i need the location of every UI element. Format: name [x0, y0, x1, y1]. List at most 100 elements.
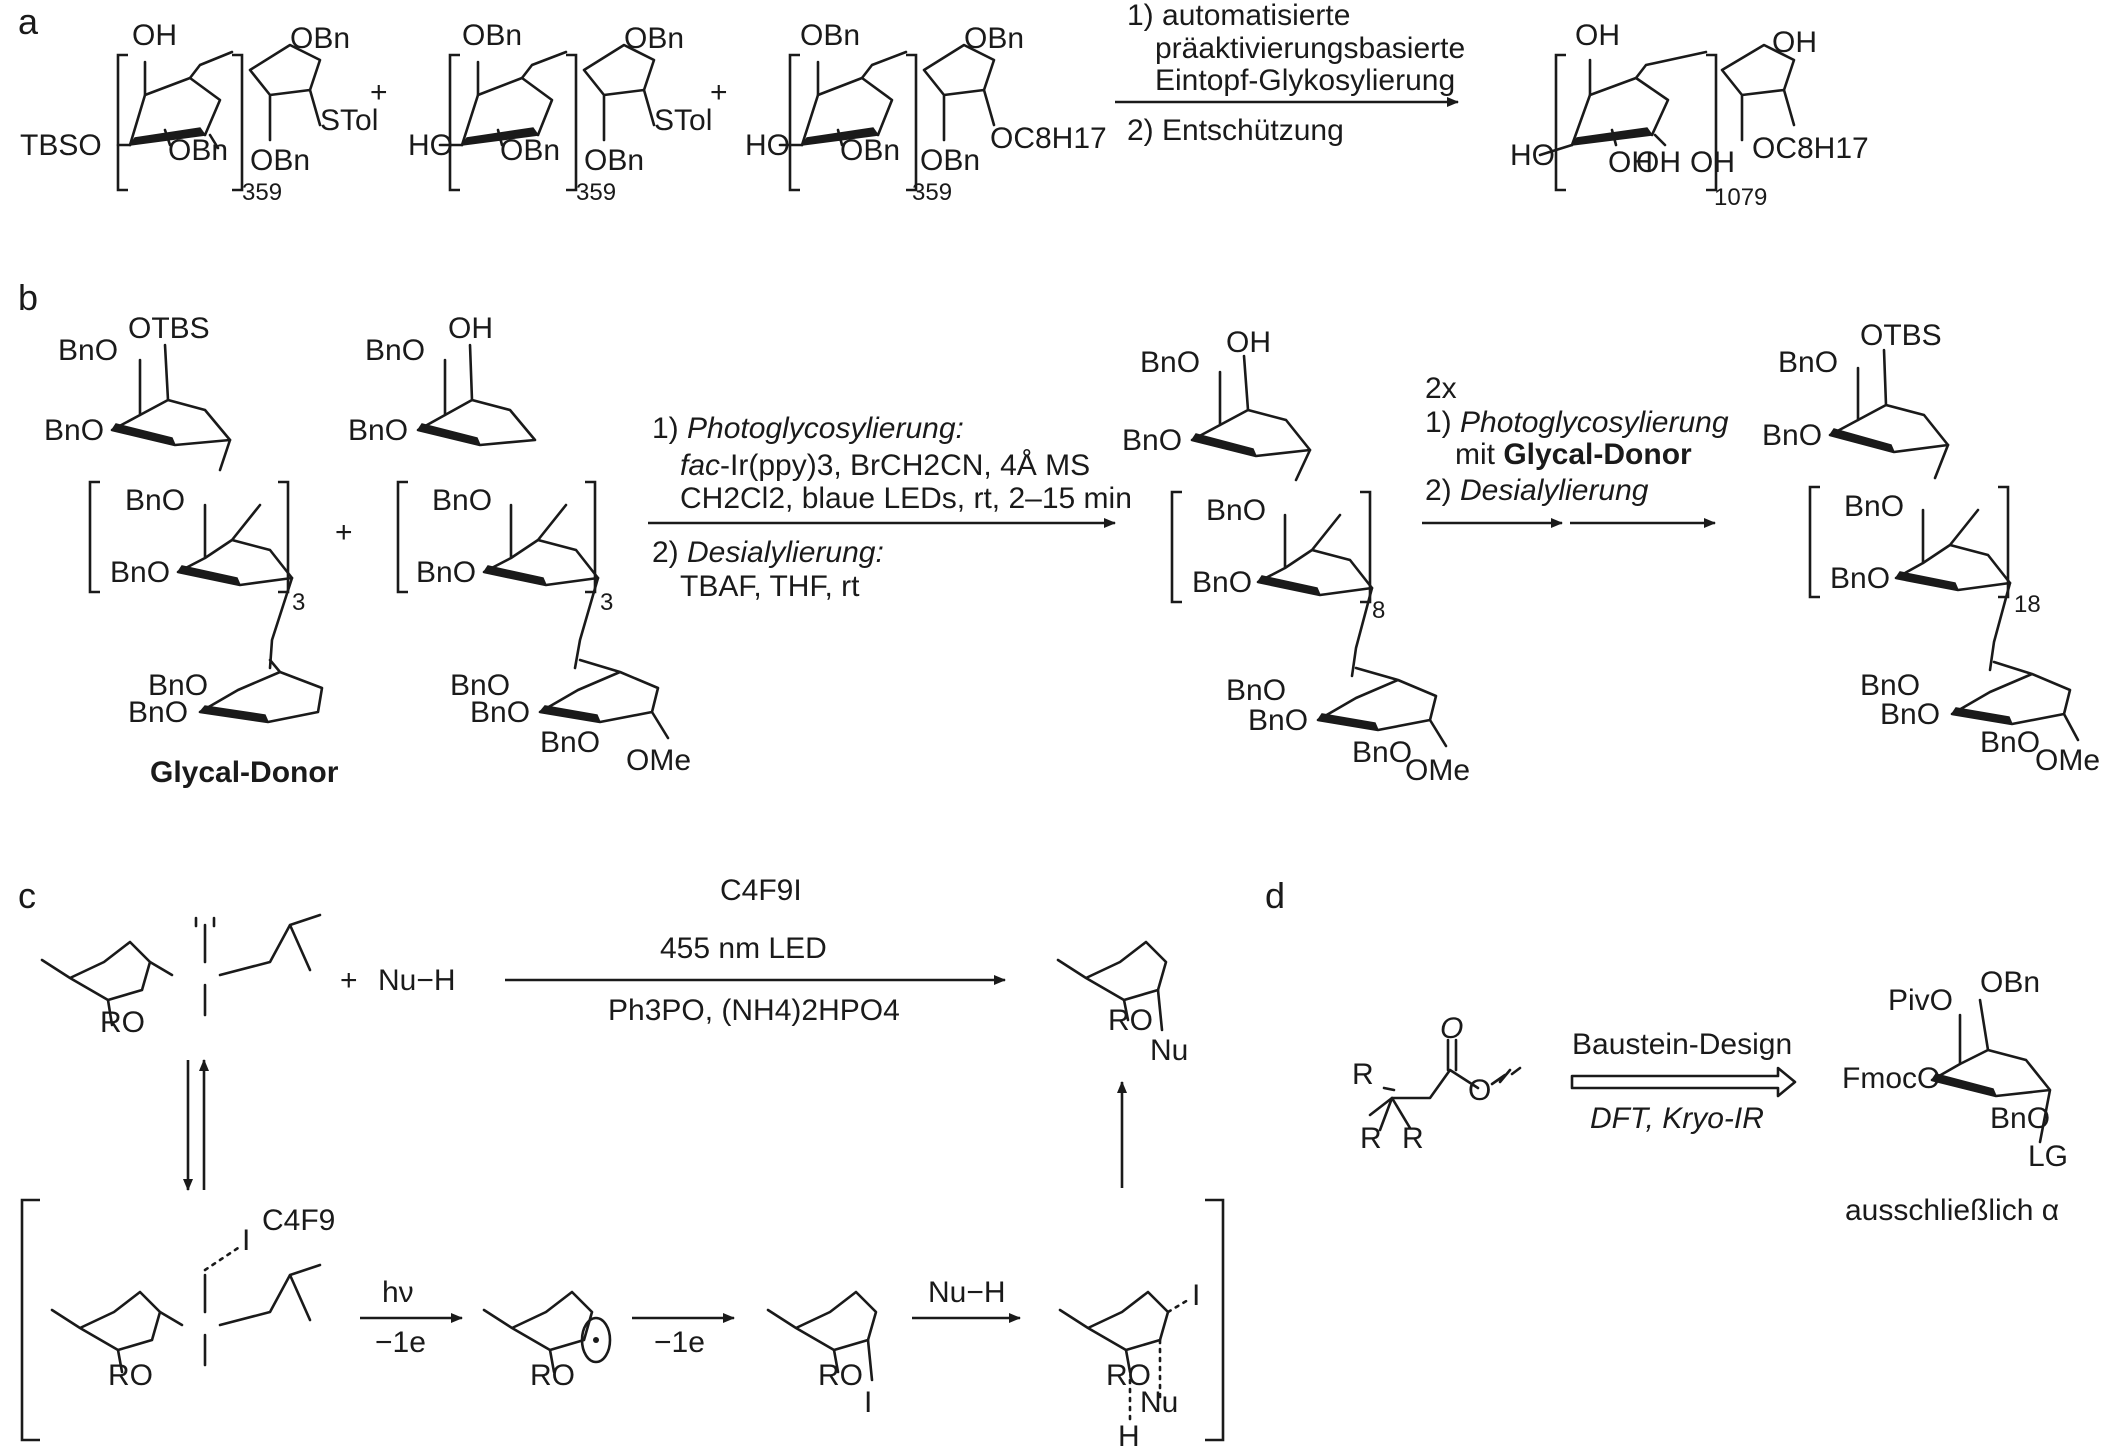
- svg-text:BnO: BnO: [470, 696, 530, 729]
- svg-text:OBn: OBn: [624, 22, 684, 55]
- svg-text:BnO: BnO: [1122, 424, 1182, 457]
- svg-text:OH: OH: [1772, 26, 1817, 59]
- svg-text:BnO: BnO: [1140, 346, 1200, 379]
- svg-text:BnO: BnO: [432, 484, 492, 517]
- svg-text:LG: LG: [2028, 1140, 2068, 1173]
- pivaloyl-ester-motif: R R R O O: [1352, 1012, 1522, 1155]
- svg-text:R: R: [1360, 1122, 1382, 1155]
- svg-text:R: R: [1402, 1122, 1424, 1155]
- svg-text:RO: RO: [1106, 1359, 1151, 1392]
- svg-text:Glycal-Donor: Glycal-Donor: [150, 756, 339, 789]
- svg-text:OH: OH: [1226, 326, 1271, 359]
- panel-a-reaction-arrow: 1) automatisierte präaktivierungsbasiert…: [1115, 0, 1465, 147]
- svg-text:2x: 2x: [1425, 372, 1457, 405]
- panel-b-reaction-arrow: 1) Photoglycosylierung: fac-Ir(ppy)3, Br…: [648, 412, 1132, 603]
- svg-text:HO: HO: [1510, 139, 1555, 172]
- svg-text:OC8H17: OC8H17: [1752, 132, 1869, 165]
- svg-text:O: O: [1440, 1012, 1463, 1045]
- svg-text:BnO: BnO: [1778, 346, 1838, 379]
- svg-text:OBn: OBn: [1980, 966, 2040, 999]
- svg-text:präaktivierungsbasierte: präaktivierungsbasierte: [1155, 32, 1465, 65]
- panel-a-reagent-1: OH TBSO OBn 359 OBn OBn STol: [20, 19, 378, 206]
- svg-text:hν: hν: [382, 1276, 414, 1309]
- panel-a-product: OH HO OH OH 1079 OH OH OC8H17: [1510, 19, 1869, 211]
- mechanism-step-1: hν −1e: [360, 1276, 463, 1359]
- svg-text:1) Photoglycosylierung:: 1) Photoglycosylierung:: [652, 412, 964, 445]
- svg-text:BnO: BnO: [1880, 698, 1940, 731]
- svg-text:RO: RO: [530, 1359, 575, 1392]
- svg-text:PivO: PivO: [1888, 984, 1953, 1017]
- svg-text:OBn: OBn: [800, 19, 860, 52]
- anomeric-radical: RO: [482, 1290, 612, 1392]
- svg-text:BnO: BnO: [1990, 1102, 2050, 1135]
- svg-text:OTBS: OTBS: [1860, 319, 1942, 352]
- svg-text:CH2Cl2, blaue LEDs, rt, 2–15 m: CH2Cl2, blaue LEDs, rt, 2–15 min: [680, 482, 1132, 515]
- svg-text:H: H: [1118, 1420, 1140, 1453]
- sulfone-iodide-complex: RO I C4F9: [50, 1204, 335, 1392]
- panel-label-a: a: [18, 1, 39, 42]
- svg-text:OBn: OBn: [500, 134, 560, 167]
- glycal-donor: BnO OTBS BnO BnO BnO 3 BnO BnO Glycal-Do…: [44, 312, 339, 789]
- svg-text:TBAF, THF, rt: TBAF, THF, rt: [680, 570, 860, 603]
- svg-text:OMe: OMe: [1405, 754, 1470, 787]
- svg-text:BnO: BnO: [1206, 494, 1266, 527]
- svg-text:18: 18: [2014, 591, 2041, 618]
- svg-text:2) Desialylierung: 2) Desialylierung: [1425, 474, 1649, 507]
- svg-text:OBn: OBn: [964, 22, 1024, 55]
- svg-text:OC8H17: OC8H17: [990, 122, 1107, 155]
- svg-text:OMe: OMe: [626, 744, 691, 777]
- svg-text:Ph3PO, (NH4)2HPO4: Ph3PO, (NH4)2HPO4: [608, 994, 900, 1027]
- svg-text:Nu−H: Nu−H: [928, 1276, 1006, 1309]
- svg-text:OTBS: OTBS: [128, 312, 210, 345]
- svg-text:BnO: BnO: [1248, 704, 1308, 737]
- panel-d-building-block: PivO OBn FmocO BnO LG ausschließlich α: [1842, 966, 2068, 1227]
- svg-text:OH: OH: [132, 19, 177, 52]
- equilibrium-arrows: [183, 1059, 209, 1191]
- svg-text:OH: OH: [1575, 19, 1620, 52]
- svg-text:C4F9I: C4F9I: [720, 874, 802, 907]
- svg-text:I: I: [1192, 1279, 1200, 1312]
- svg-text:HO: HO: [745, 129, 790, 162]
- svg-text:BnO: BnO: [1762, 419, 1822, 452]
- plus-a-1: +: [370, 76, 388, 109]
- svg-text:Nu: Nu: [1140, 1386, 1178, 1419]
- svg-text:BnO: BnO: [58, 334, 118, 367]
- allyl-sulfone-reagent: RO: [40, 913, 322, 1039]
- svg-text:OBn: OBn: [290, 22, 350, 55]
- svg-text:OBn: OBn: [462, 19, 522, 52]
- svg-text:RO: RO: [108, 1359, 153, 1392]
- svg-text:OBn: OBn: [168, 134, 228, 167]
- svg-text:BnO: BnO: [348, 414, 408, 447]
- svg-text:BnO: BnO: [540, 726, 600, 759]
- svg-text:DFT, Kryo-IR: DFT, Kryo-IR: [1590, 1102, 1764, 1135]
- svg-text:OH: OH: [1636, 146, 1681, 179]
- svg-text:BnO: BnO: [128, 696, 188, 729]
- svg-text:BnO: BnO: [1844, 490, 1904, 523]
- svg-text:mit Glycal-Donor: mit Glycal-Donor: [1455, 438, 1692, 471]
- svg-text:I: I: [864, 1386, 872, 1419]
- glycosyl-iodide: RO I: [766, 1290, 878, 1419]
- mechanism-step-2: −1e: [632, 1313, 735, 1359]
- svg-text:TBSO: TBSO: [20, 129, 102, 162]
- svg-text:OBn: OBn: [584, 144, 644, 177]
- svg-text:359: 359: [576, 179, 616, 206]
- svg-text:2) Desialylierung:: 2) Desialylierung:: [652, 536, 884, 569]
- svg-text:I: I: [242, 1224, 250, 1257]
- mechanism-bracket-left: [20, 1198, 40, 1442]
- svg-text:OH: OH: [1690, 146, 1735, 179]
- svg-text:C4F9: C4F9: [262, 1204, 335, 1237]
- svg-text:HO: HO: [408, 129, 453, 162]
- svg-text:BnO: BnO: [125, 484, 185, 517]
- svg-text:OBn: OBn: [920, 144, 980, 177]
- panel-a-reagent-2: OBn HO OBn 359 OBn OBn STol: [408, 19, 712, 206]
- svg-text:BnO: BnO: [1192, 566, 1252, 599]
- panel-c-product: RO Nu: [1056, 940, 1188, 1067]
- panel-label-b: b: [18, 277, 38, 318]
- plus-a-2: +: [710, 76, 728, 109]
- svg-text:Eintopf-Glykosylierung: Eintopf-Glykosylierung: [1155, 64, 1455, 97]
- svg-text:BnO: BnO: [1860, 669, 1920, 702]
- svg-text:STol: STol: [320, 104, 378, 137]
- svg-text:BnO: BnO: [1830, 562, 1890, 595]
- mechanism-bracket-right: [1205, 1198, 1225, 1442]
